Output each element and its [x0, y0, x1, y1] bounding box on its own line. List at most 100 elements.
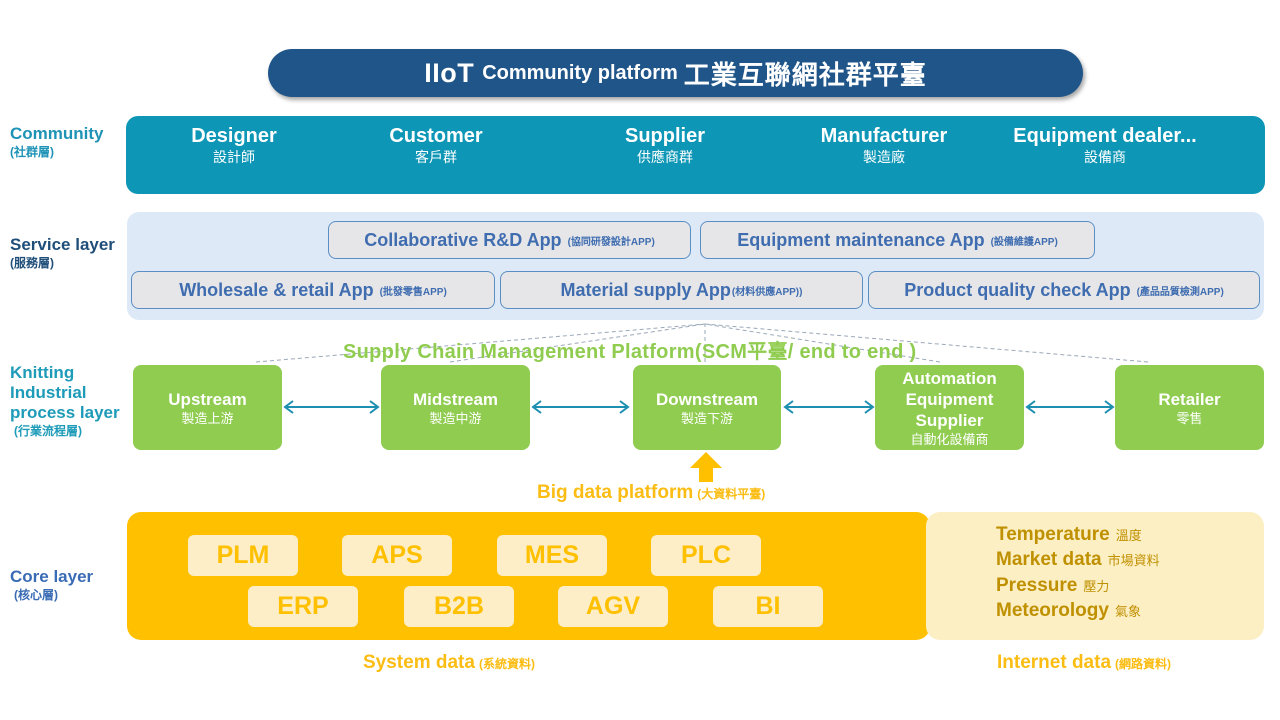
system-chip-plm[interactable]: PLM: [188, 535, 298, 576]
system-chip-plc[interactable]: PLC: [651, 535, 761, 576]
internet-item-en: Pressure: [996, 575, 1078, 596]
process-node-midstream[interactable]: Midstream 製造中游: [381, 365, 530, 450]
community-item-designer[interactable]: Designer 設計師: [191, 124, 277, 166]
community-item-en: Manufacturer: [820, 125, 948, 147]
internet-data-label: Internet data(網路資料): [997, 652, 1171, 674]
process-node-en: Supplier: [915, 410, 984, 430]
core-system-panel: PLM APS MES PLC ERP B2B AGV BI: [127, 512, 930, 640]
service-layer-label: Service layer (服務層): [10, 235, 115, 271]
process-node-zh: 製造上游: [181, 410, 234, 426]
system-chip-agv[interactable]: AGV: [558, 586, 668, 627]
app-label: Collaborative R&D App: [364, 229, 562, 250]
process-node-en: Retailer: [1158, 389, 1221, 409]
community-item-zh: 供應商群: [636, 149, 693, 165]
app-label-zh: (批發零售APP): [379, 286, 447, 298]
internet-data-zh: (網路資料): [1115, 657, 1172, 671]
process-node-zh: 製造中游: [429, 410, 482, 426]
community-item-customer[interactable]: Customer 客戶群: [389, 124, 482, 166]
service-layer-title: Service layer: [10, 235, 115, 254]
community-bar: Designer 設計師 Customer 客戶群 Supplier 供應商群 …: [126, 116, 1265, 194]
process-node-en: Upstream: [168, 389, 247, 409]
process-node-upstream[interactable]: Upstream 製造上游: [133, 365, 282, 450]
community-layer-sub: (社群層): [10, 145, 54, 159]
community-layer-label: Community (社群層): [10, 124, 104, 160]
internet-item-market-data: Market data 市場資料: [996, 548, 1160, 573]
community-item-en: Designer: [191, 125, 277, 147]
internet-item-zh: 市場資料: [1107, 553, 1160, 568]
app-equipment-maintenance[interactable]: Equipment maintenance App (設備維護APP): [700, 221, 1095, 259]
process-node-automation-supplier[interactable]: Automation Equipment Supplier 自動化設備商: [875, 365, 1024, 450]
process-node-retailer[interactable]: Retailer 零售: [1115, 365, 1264, 450]
app-label-zh: (設備維護APP): [990, 236, 1058, 248]
community-layer-title: Community: [10, 124, 104, 143]
big-data-en: Big data platform: [537, 482, 694, 503]
system-data-en: System data: [363, 652, 475, 673]
process-layer-line3: process layer: [10, 403, 120, 422]
title-community-platform: Community platform: [482, 61, 678, 84]
process-node-zh: 自動化設備商: [910, 431, 989, 447]
community-item-zh: 製造廠: [862, 149, 905, 165]
app-collaborative-rd[interactable]: Collaborative R&D App (協同研發設計APP): [328, 221, 691, 259]
up-arrow-icon: [690, 452, 722, 482]
internet-item-pressure: Pressure 壓力: [996, 574, 1109, 599]
app-product-quality-check[interactable]: Product quality check App (產品品質檢測APP): [868, 271, 1260, 309]
page-title: IIoT Community platform 工業互聯網社群平臺: [268, 49, 1083, 97]
process-layer-sub: (行業流程層): [14, 424, 82, 438]
internet-data-en: Internet data: [997, 652, 1112, 673]
process-node-zh: 零售: [1176, 410, 1203, 426]
process-node-en: Equipment: [905, 389, 994, 409]
internet-data-panel: [926, 512, 1264, 640]
system-chip-b2b[interactable]: B2B: [404, 586, 514, 627]
community-item-en: Customer: [389, 125, 483, 147]
process-layer-line1: Knitting: [10, 363, 75, 382]
app-label: Product quality check App: [904, 279, 1131, 300]
app-label: Wholesale & retail App: [179, 279, 374, 300]
process-node-zh: 製造下游: [680, 410, 733, 426]
big-data-platform-label: Big data platform(大資料平臺): [537, 482, 765, 504]
system-chip-erp[interactable]: ERP: [248, 586, 358, 627]
community-item-manufacturer[interactable]: Manufacturer 製造廠: [821, 124, 948, 166]
double-arrow-icon: [531, 400, 630, 414]
process-layer-line2: Industrial: [10, 383, 87, 402]
app-label-zh: (材料供應APP)): [731, 286, 803, 298]
app-label: Material supply App: [560, 279, 731, 300]
core-layer-title: Core layer: [10, 567, 94, 586]
community-item-zh: 設備商: [1083, 149, 1126, 165]
system-chip-aps[interactable]: APS: [342, 535, 452, 576]
process-node-en: Downstream: [655, 389, 759, 409]
process-node-en: Automation: [902, 368, 997, 388]
app-label: Equipment maintenance App: [737, 229, 985, 250]
process-layer-label: Knitting Industrial process layer (行業流程層…: [10, 363, 120, 439]
internet-item-temperature: Temperature 溫度: [996, 523, 1142, 548]
system-chip-mes[interactable]: MES: [497, 535, 607, 576]
internet-item-zh: 溫度: [1115, 528, 1142, 543]
title-iiot: IIoT: [424, 57, 475, 88]
title-chinese: 工業互聯網社群平臺: [683, 59, 927, 90]
double-arrow-icon: [1025, 400, 1115, 414]
community-item-equipment-dealer[interactable]: Equipment dealer... 設備商: [1013, 124, 1196, 166]
double-arrow-icon: [283, 400, 380, 414]
big-data-zh: (大資料平臺): [697, 487, 766, 501]
community-item-zh: 設計師: [213, 149, 255, 165]
service-layer-sub: (服務層): [10, 256, 54, 270]
system-chip-bi[interactable]: BI: [713, 586, 823, 627]
community-item-en: Supplier: [624, 125, 706, 147]
process-node-downstream[interactable]: Downstream 製造下游: [633, 365, 781, 450]
internet-item-en: Market data: [996, 549, 1102, 570]
community-item-en: Equipment dealer...: [1013, 125, 1197, 147]
scm-platform-title: Supply Chain Management Platform(SCM平臺/ …: [343, 341, 917, 363]
app-wholesale-retail[interactable]: Wholesale & retail App (批發零售APP): [131, 271, 495, 309]
app-label-zh: (協同研發設計APP): [567, 236, 655, 248]
core-layer-sub: (核心層): [14, 588, 58, 602]
process-node-en: Midstream: [412, 389, 499, 409]
internet-item-en: Meteorology: [996, 600, 1109, 621]
app-label-zh: (產品品質檢測APP): [1136, 286, 1224, 298]
app-material-supply[interactable]: Material supply App(材料供應APP)): [500, 271, 863, 309]
double-arrow-icon: [783, 400, 875, 414]
community-item-supplier[interactable]: Supplier 供應商群: [625, 124, 705, 166]
internet-item-zh: 壓力: [1083, 579, 1110, 594]
community-item-zh: 客戶群: [414, 149, 457, 165]
internet-item-en: Temperature: [996, 524, 1110, 545]
core-layer-label: Core layer (核心層): [10, 567, 93, 603]
